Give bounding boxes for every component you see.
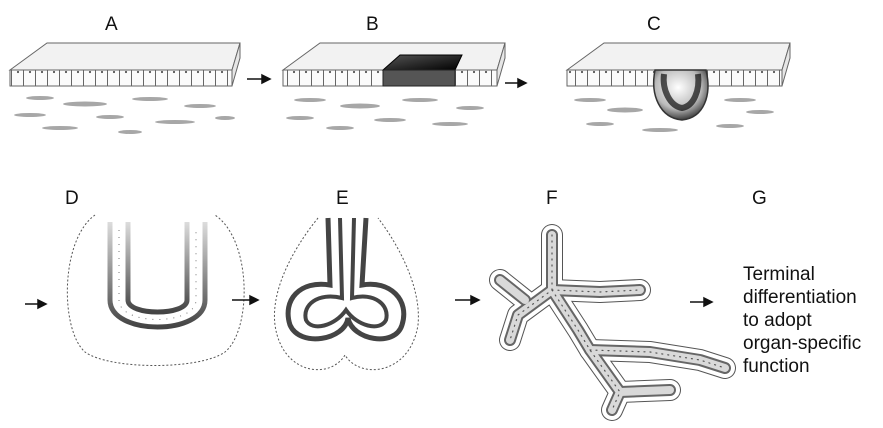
arrow-into-d [25,300,46,308]
terminal-line-5: function [743,355,883,378]
panel-a-epithelium-sheet [10,43,240,134]
terminal-differentiation-text: Terminal differentiation to adopt organ-… [743,263,883,378]
panel-a-mesenchyme [14,96,235,134]
panel-f-branched-tree [500,235,725,410]
arrow-e-to-f [455,296,479,304]
arrow-a-to-b [247,75,270,83]
terminal-line-3: to adopt [743,309,883,332]
terminal-line-2: differentiation [743,286,883,309]
terminal-line-1: Terminal [743,263,883,286]
arrow-b-to-c [505,79,526,87]
panel-b-placode [283,43,505,130]
terminal-line-4: organ-specific [743,332,883,355]
panel-c-invagination [567,43,790,132]
arrow-f-to-g [690,298,712,306]
panel-d-u-tube [67,215,244,366]
arrow-d-to-e [232,296,258,304]
panel-e-branching [274,218,418,370]
